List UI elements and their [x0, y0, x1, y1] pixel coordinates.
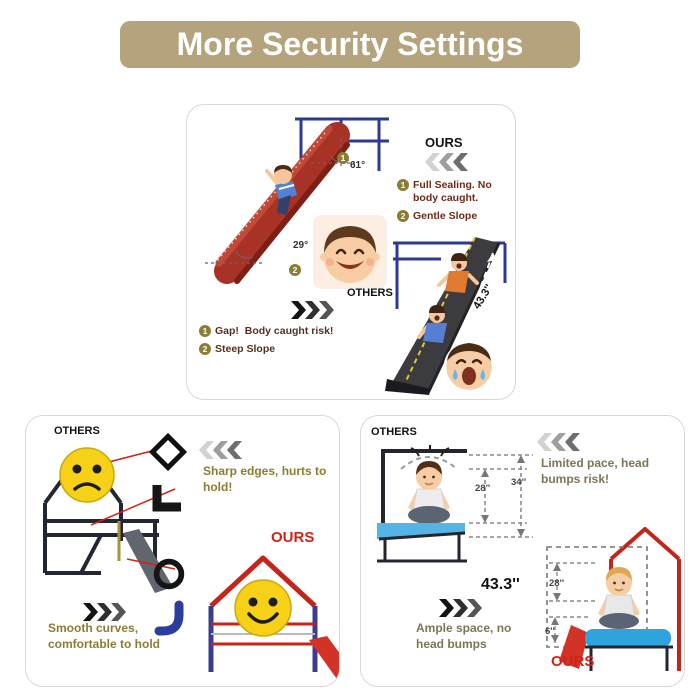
happy-face-illustration — [313, 215, 387, 289]
curved-tube-icon — [154, 600, 184, 636]
others-points-list: 1 Gap! Body caught risk! 2 Steep Slope — [199, 325, 379, 356]
others-steep-slide-illustration — [385, 236, 507, 395]
title-banner: More Security Settings — [120, 21, 580, 68]
panel-edges-comparison: OTHERS — [25, 415, 340, 687]
measure-arrows — [481, 455, 525, 537]
bump-arc — [400, 456, 458, 470]
crying-face-illustration — [443, 341, 495, 393]
measure-arrows — [551, 563, 561, 643]
kid-on-slide — [265, 165, 297, 215]
ours-points-list: 1 Full Sealing. No body caught. 2 Gentle… — [397, 179, 509, 223]
red-slide — [559, 625, 589, 669]
point-badge: 2 — [397, 210, 409, 223]
list-item: 1 Gap! Body caught risk! — [199, 325, 379, 338]
red-roof — [209, 555, 317, 608]
chevrons-left-icon — [199, 441, 242, 459]
chevrons-right-icon — [291, 301, 334, 319]
others-label: OTHERS — [371, 426, 417, 438]
point-text: Gap! Body caught risk! — [215, 325, 334, 337]
chevrons-left-icon — [425, 153, 468, 171]
point-text: Steep Slope — [215, 343, 276, 356]
list-item: 2 Steep Slope — [199, 343, 379, 356]
point-badge: 2 — [199, 343, 211, 356]
point-badge: 1 — [199, 325, 211, 337]
climbing-kid — [437, 253, 479, 293]
page-title: More Security Settings — [176, 26, 524, 62]
measure-label: 28'' — [475, 483, 491, 494]
measure-label: 34'' — [511, 477, 527, 488]
blue-deck — [377, 523, 465, 539]
round-ring-icon — [153, 558, 185, 590]
measure-label: 6'' — [545, 626, 555, 637]
others-label: OTHERS — [54, 425, 100, 437]
lower-frame — [377, 531, 467, 563]
impact-marks — [410, 445, 450, 457]
sitting-kid — [598, 567, 640, 629]
happy-emoji — [234, 579, 292, 637]
ours-note: Ample space, no head bumps — [416, 621, 512, 651]
others-label: OTHERS — [347, 287, 393, 299]
big-measure-label: 43.3'' — [481, 576, 520, 593]
ours-label: OURS — [271, 529, 315, 546]
red-slide — [309, 636, 339, 682]
point-badge: 2 — [289, 264, 301, 276]
point-badge: 1 — [337, 152, 349, 164]
sitting-kid — [408, 461, 450, 524]
space-dashed-box — [546, 546, 648, 648]
climbing-kid — [417, 305, 447, 343]
measure-label: 28'' — [549, 578, 565, 589]
ours-label: OURS — [551, 653, 595, 670]
angle-label-top: 61° — [350, 160, 366, 171]
diamond-edge-icon — [148, 432, 188, 472]
ours-slide-illustration — [205, 117, 389, 284]
sad-emoji — [59, 447, 115, 503]
list-item: 1 Full Sealing. No body caught. — [397, 179, 509, 205]
ours-label: OURS — [425, 135, 463, 150]
point-badge: 1 — [397, 179, 409, 191]
sharp-corner-icon — [152, 485, 181, 512]
angle-label-bottom: 29° — [293, 240, 309, 251]
others-note: Sharp edges, hurts to hold! — [203, 464, 327, 494]
list-item: 2 Gentle Slope — [397, 210, 509, 223]
gray-slide — [123, 529, 173, 593]
others-headroom-illustration — [377, 445, 533, 563]
point-text: Gentle Slope — [413, 210, 478, 223]
lower-frame — [585, 645, 673, 671]
blue-cushion — [585, 629, 671, 647]
panel-slide-comparison: 1 61° 29° 2 OURS 1 Full Sealing. No body… — [186, 104, 516, 400]
slide-base — [385, 379, 431, 395]
chevrons-right-icon — [83, 603, 126, 621]
measure-lines — [469, 454, 533, 538]
ours-note: Smooth curves, comfortable to hold — [48, 621, 160, 651]
ours-playset-illustration — [208, 555, 339, 682]
others-note: Limited pace, head bumps risk! — [541, 456, 650, 486]
chevrons-left-icon — [537, 433, 580, 451]
chevrons-right-icon — [439, 599, 482, 617]
ours-headroom-illustration — [546, 527, 681, 671]
panel-headroom-comparison: OTHERS — [360, 415, 685, 687]
point-text: Full Sealing. No body caught. — [413, 179, 495, 205]
